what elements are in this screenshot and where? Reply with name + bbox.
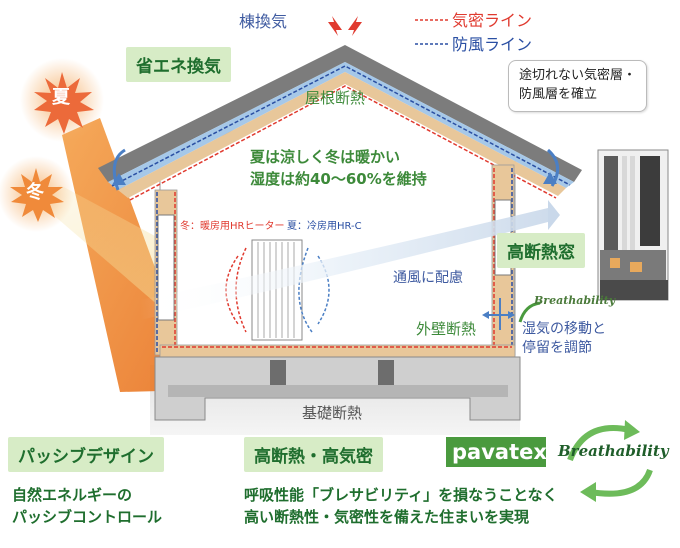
brand-logo-box: [446, 437, 546, 467]
brand-logo-text: pavatex: [452, 440, 547, 464]
legend-windproof-label: 防風ライン: [452, 35, 533, 54]
breathability-arrowhead-top: [624, 420, 640, 440]
callout-line-2: 防風層を確立: [519, 86, 598, 102]
summer-label: 夏: [52, 87, 70, 108]
airtight-description: 呼吸性能「ブレサビリティ」を損なうことなく 高い断熱性・気密性を備えた住まいを実…: [244, 485, 558, 529]
comfort-line-2: 湿度は約40～60%を維持: [250, 169, 427, 188]
winter-heater-label: 冬：暖房用HRヒーター: [180, 221, 285, 232]
humidity-line-1: 湿気の移動と: [522, 321, 606, 337]
breathability-arrowhead-bottom: [580, 482, 596, 502]
breathability-arrow-small: [518, 301, 541, 323]
breathability-large-label: Breathability: [558, 442, 669, 460]
passive-desc-line-1: 自然エネルギーの: [12, 486, 133, 504]
breathability-arrow-top: [567, 425, 631, 462]
ridge-vent-arrow-left: [328, 16, 342, 36]
passive-desc-line-2: パッシブコントロール: [12, 507, 163, 526]
ridge-vent-arrow-right: [348, 16, 362, 36]
breathability-arrow-bottom: [589, 468, 653, 497]
humidity-line-2: 停留を調節: [522, 339, 592, 356]
airflow-arrowhead: [548, 200, 560, 230]
left-eave-arrowhead: [112, 173, 126, 185]
airtight-desc-line-2: 高い断熱性・気密性を備えた住まいを実現: [244, 507, 530, 526]
winter-label: 冬: [26, 182, 44, 203]
ventilation-care-label: 通風に配慮: [393, 270, 463, 286]
breathability-small-label: Breathability: [534, 294, 616, 307]
roof-insulation-label: 屋根断熱: [305, 89, 366, 107]
energy-saving-vent-label: 省エネ換気: [126, 47, 231, 82]
heating-wave-1: [235, 247, 247, 333]
high-insulation-window-label: 高断熱窓: [497, 233, 585, 268]
humidity-arrowhead-right: [508, 311, 515, 319]
exterior-wall-insulation-label: 外壁断熱: [416, 320, 477, 338]
roof-airtight-line: [129, 85, 557, 201]
floor-pier-right: [378, 360, 394, 385]
comfort-line-1: 夏は涼しく冬は暖かい: [250, 148, 401, 166]
summer-cooler-label: 夏：冷房用HR-C: [287, 221, 362, 232]
right-eave-arrowhead: [543, 172, 557, 184]
winter-sun-icon: [10, 168, 64, 222]
comfort-text: 夏は涼しく冬は暖かい 湿度は約40～60%を維持: [250, 147, 427, 191]
humidity-control-text: 湿気の移動と 停留を調節: [522, 320, 606, 358]
left-eave-vent-arrow: [112, 148, 126, 191]
callout-line-1: 途切れない気密層・: [519, 68, 637, 83]
passive-design-label: パッシブデザイン: [8, 437, 164, 472]
airtight-desc-line-1: 呼吸性能「ブレサビリティ」を損なうことなく: [244, 486, 558, 504]
humidity-arrowhead-left: [482, 311, 489, 319]
ridge-ventilation-label: 棟換気: [239, 12, 288, 31]
airtight-callout: 途切れない気密層・ 防風層を確立: [508, 60, 648, 112]
passive-description: 自然エネルギーの パッシブコントロール: [12, 485, 162, 529]
legend-airtight-label: 気密ライン: [452, 11, 533, 30]
summer-sun-icon: [34, 72, 94, 134]
window-product-image: [597, 149, 669, 301]
cooling-wave-1: [298, 247, 313, 333]
foundation-insulation-label: 基礎断熱: [302, 404, 363, 422]
roof-windproof-line: [111, 65, 571, 187]
airflow-band: [140, 208, 548, 320]
high-insulation-airtight-label: 高断熱・高気密: [244, 437, 383, 472]
foundation-slab: [168, 385, 508, 397]
floor-pier-left: [270, 360, 286, 385]
